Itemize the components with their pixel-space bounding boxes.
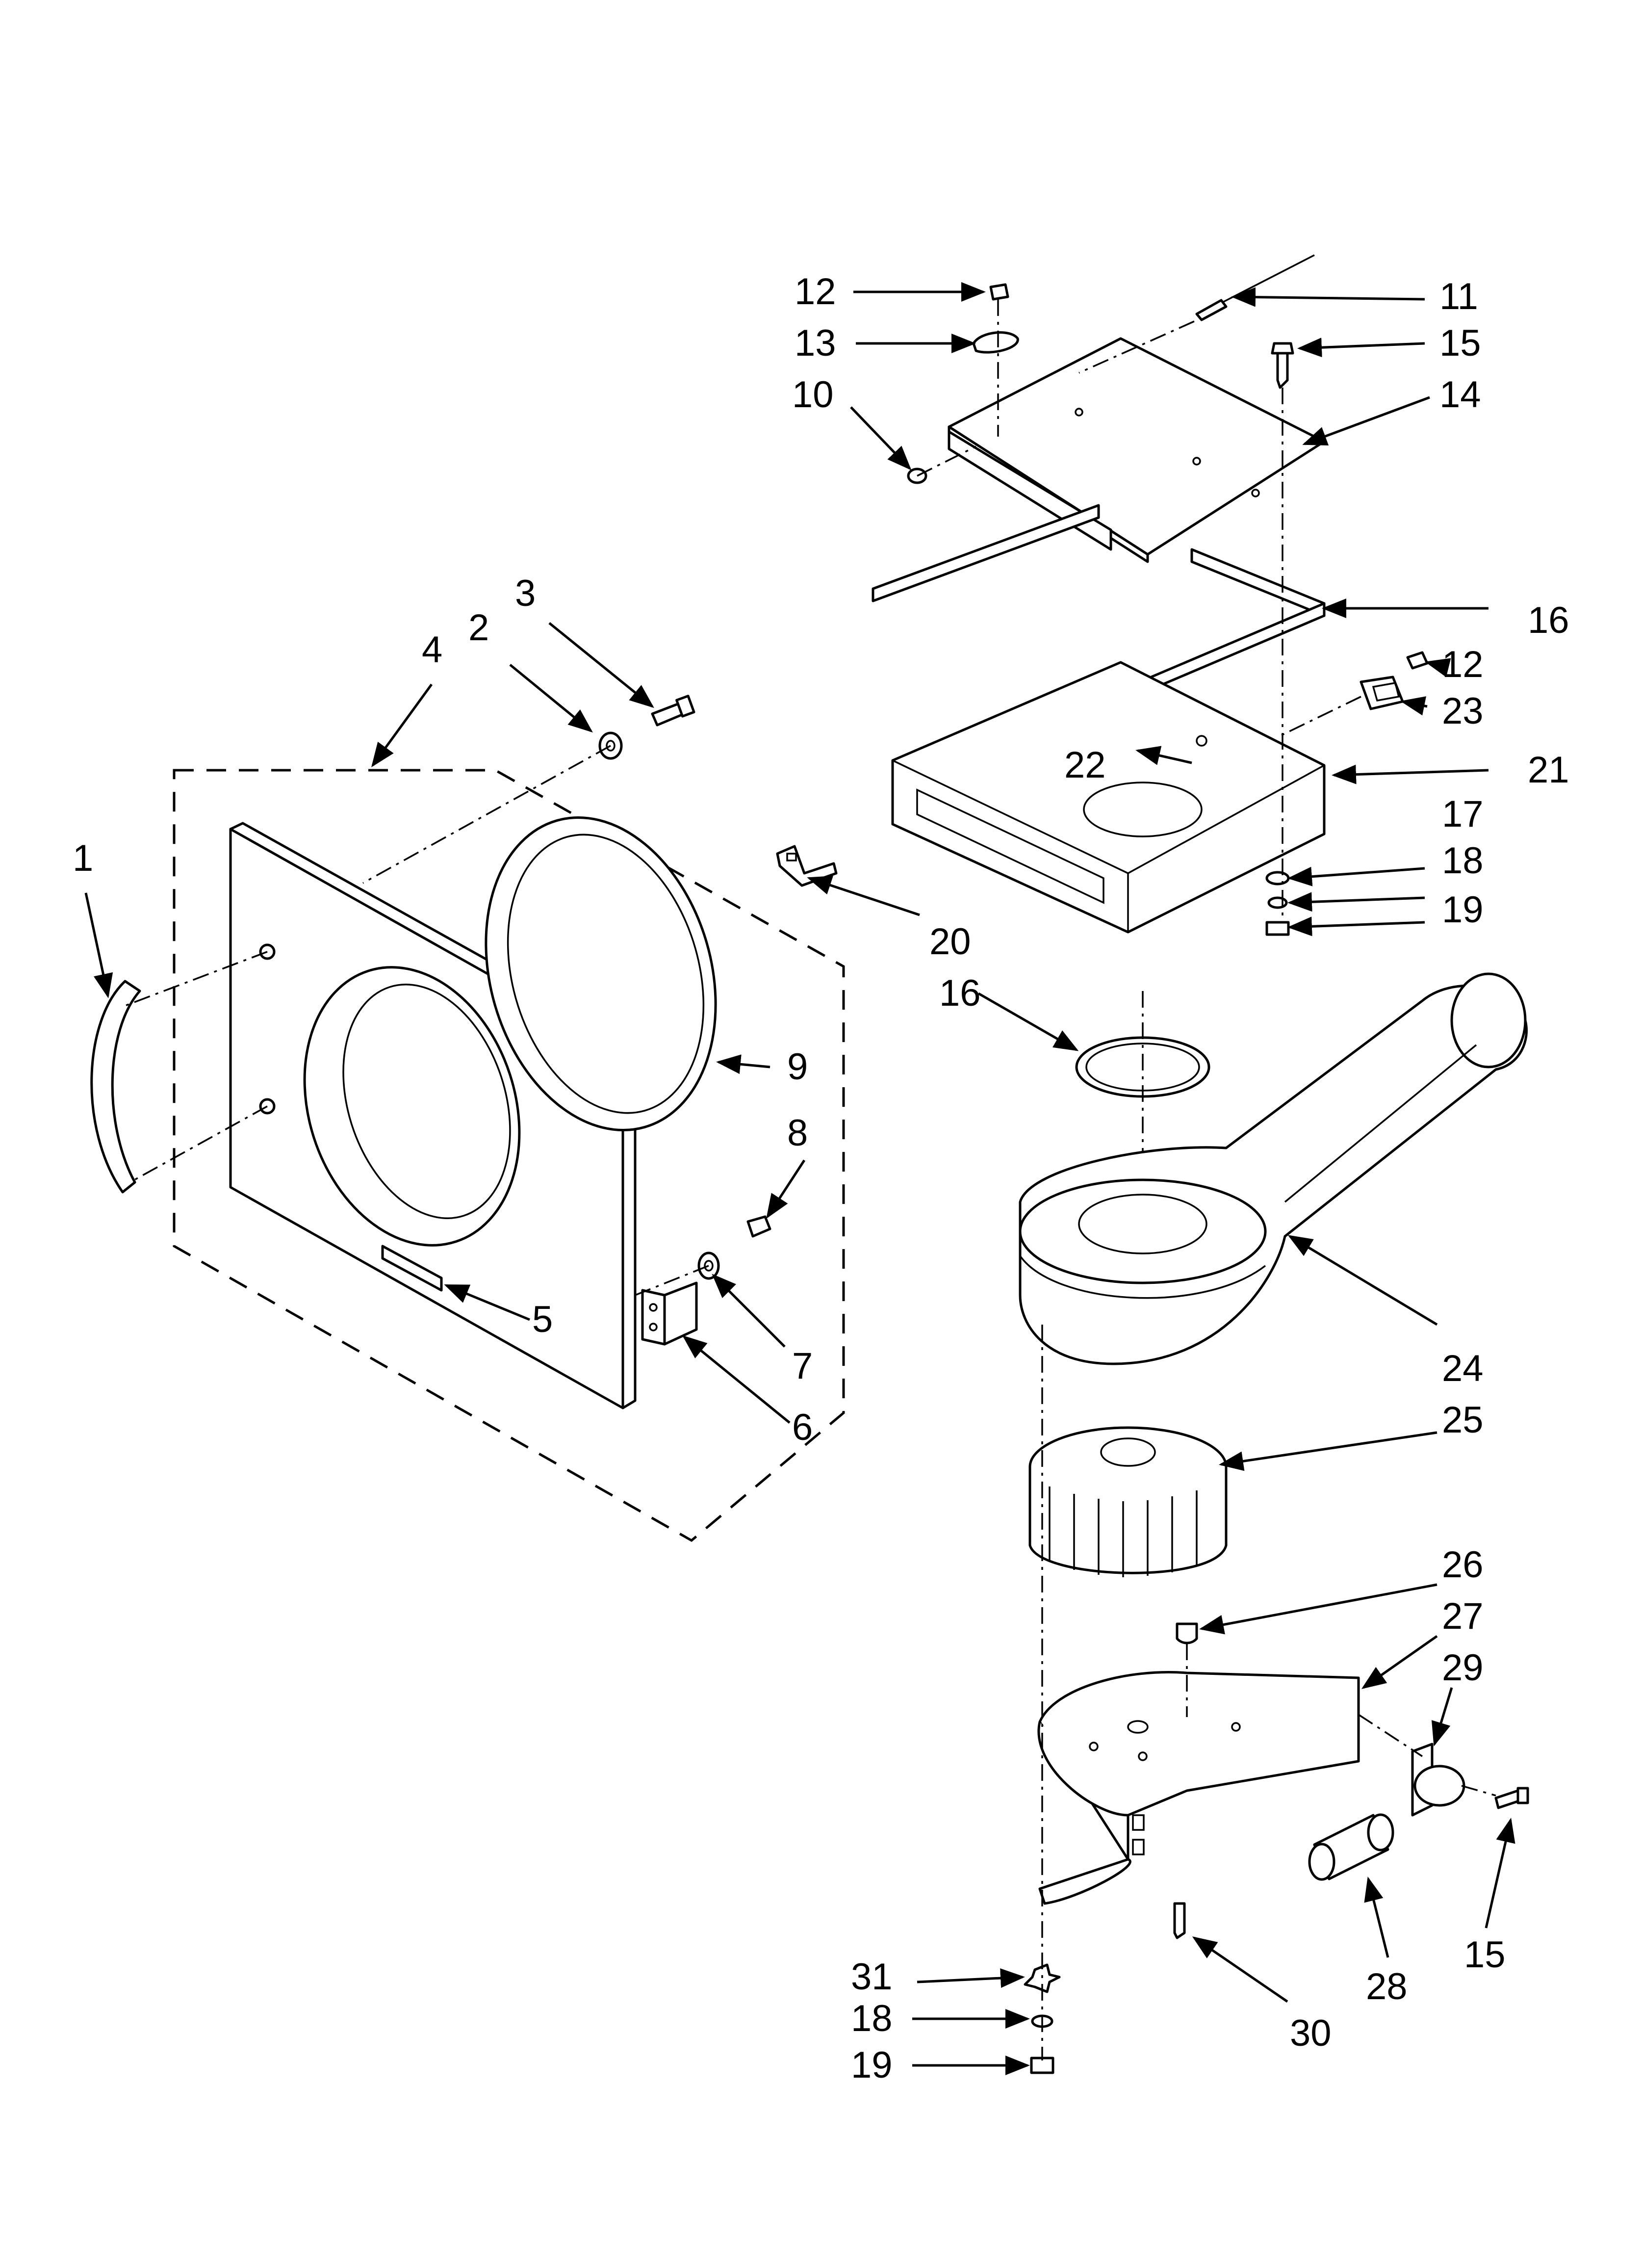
callout-3: 3 [515,573,536,614]
cover-plate [948,337,1326,556]
sensor-probe [1195,299,1228,321]
door-seal-ring [485,816,717,1132]
bearing-26 [1176,1622,1198,1644]
nameplate-slot [381,1245,443,1292]
callout-27: 27 [1442,1595,1484,1637]
blower-housing [1019,984,1528,1365]
nut-19-top [1265,921,1290,936]
handle [90,980,141,1194]
callout-22: 22 [1064,744,1106,786]
callout-14: 14 [1439,374,1481,416]
callout-25: 25 [1442,1399,1484,1441]
callout-19a: 19 [1442,889,1484,931]
callout-4: 4 [422,629,442,671]
bracket-20 [776,845,838,887]
screw-15-top [1276,349,1289,389]
nut-12b [1406,651,1429,670]
callout-26: 26 [1442,1544,1484,1586]
callout-12a: 12 [795,271,836,313]
callout-16b: 16 [939,972,981,1014]
callout-15a: 15 [1439,322,1481,364]
callout-12b: 12 [1442,644,1484,685]
motor-mount-plate [1038,1670,1360,1905]
callout-13: 13 [795,322,836,364]
callout-24: 24 [1442,1348,1484,1389]
blower-wheel [1028,1467,1228,1574]
nut-12a [989,283,1009,301]
hinge-bracket [641,1289,666,1346]
callout-18a: 18 [1442,840,1484,882]
callout-19b: 19 [851,2044,893,2086]
blower-inlet [1019,1178,1267,1284]
callout-7: 7 [792,1345,813,1387]
burner-box-opening [1083,782,1203,837]
callout-18b: 18 [851,1998,893,2039]
front-panel-assembly-outline [173,769,845,1542]
gasket-strip-left [872,504,1100,602]
callout-11: 11 [1439,276,1478,317]
gasket-strip-right [1190,548,1326,617]
callout-15b: 15 [1464,1934,1506,1976]
nut-8 [746,1215,771,1238]
callout-6: 6 [792,1407,813,1448]
connector-23 [1360,676,1404,710]
lock-washer-31 [1024,1963,1061,1993]
washer-17 [1265,871,1290,886]
front-panel-group [90,695,845,1542]
callout-9: 9 [787,1046,808,1088]
callout-2: 2 [468,607,489,649]
callout-29: 29 [1442,1647,1484,1689]
callout-23: 23 [1442,690,1484,732]
callout-20: 20 [929,921,971,963]
callout-5: 5 [532,1299,553,1340]
callout-30: 30 [1290,2012,1332,2054]
callout-1: 1 [73,837,93,879]
callout-31: 31 [851,1956,893,1998]
callout-16a: 16 [1528,600,1569,641]
screw-30 [1173,1902,1186,1939]
callout-17: 17 [1442,793,1484,835]
nut-19-bottom [1030,2057,1054,2074]
burner-box [891,661,1326,934]
mount-13 [972,331,1019,354]
callout-28: 28 [1366,1966,1408,2007]
callout-10: 10 [792,374,834,416]
callout-labels: 1 2 3 4 5 6 7 8 9 10 11 12 12 13 14 15 1… [73,271,1569,2086]
callout-8: 8 [787,1112,808,1154]
blower-outlet [1450,972,1527,1069]
washer-18-top [1267,896,1288,909]
callout-21: 21 [1528,749,1569,791]
blower-assembly-group [1019,972,1529,2074]
leader-lines [84,282,1515,2075]
heater-box-group [776,254,1429,936]
door-opening [303,966,521,1247]
